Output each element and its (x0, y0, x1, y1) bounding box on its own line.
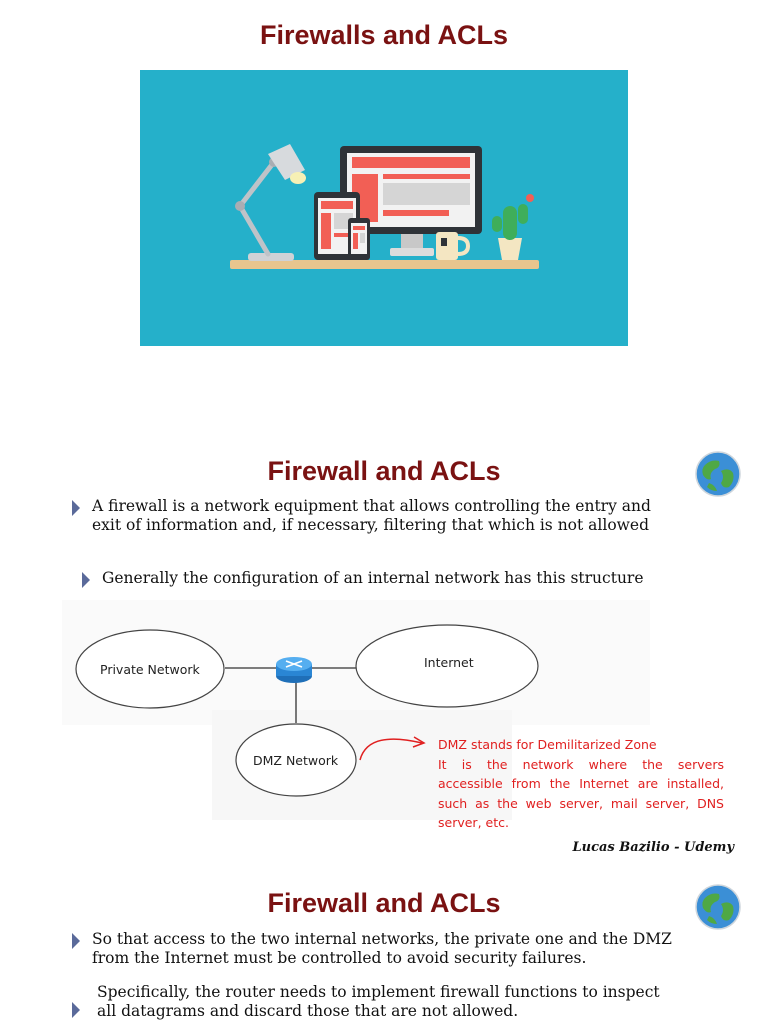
slide3-title: Firewall and ACLs (267, 888, 501, 918)
bullet-firewall-definition: A firewall is a network equipment that a… (72, 497, 651, 535)
network-diagram: Private Network Internet DMZ Network (62, 600, 650, 830)
bullet-line: exit of information and, if necessary, f… (92, 516, 650, 534)
bullet-arrow-icon (82, 572, 90, 588)
bullet-line: from the Internet must be controlled to … (92, 949, 587, 967)
desk-illustration (140, 70, 628, 346)
bullet-arrow-icon (72, 500, 80, 516)
bullet-router-firewall: Specifically, the router needs to implem… (72, 983, 660, 1021)
bullet-access-control: So that access to the two internal netwo… (72, 930, 672, 968)
private-network-node (75, 629, 225, 709)
dmz-note: DMZ stands for Demilitarized Zone It is … (438, 735, 724, 833)
bullet-arrow-icon (72, 1002, 80, 1018)
dmz-network-node (235, 723, 357, 797)
globe-icon (695, 451, 741, 497)
bullet-network-structure: Generally the configuration of an intern… (82, 569, 644, 588)
dmz-note-line: DMZ stands for Demilitarized Zone (438, 737, 657, 752)
dmz-network-label: DMZ Network (253, 753, 339, 768)
author-credit: Lucas Bazilio - Udemy (572, 840, 734, 855)
router-icon (276, 657, 312, 683)
bullet-line: Generally the configuration of an intern… (102, 569, 644, 587)
internet-label: Internet (424, 655, 474, 670)
dmz-note-line: It is the network where the servers acce… (438, 756, 724, 831)
curved-arrow-icon (359, 738, 423, 761)
bullet-line: So that access to the two internal netwo… (92, 930, 672, 948)
bullet-arrow-icon (72, 933, 80, 949)
slide2-title: Firewall and ACLs (267, 456, 501, 486)
bullet-line: Specifically, the router needs to implem… (97, 983, 660, 1001)
bullet-line: A firewall is a network equipment that a… (92, 497, 651, 515)
internet-node (355, 624, 539, 708)
bullet-line: all datagrams and discard those that are… (97, 1002, 519, 1020)
private-network-label: Private Network (100, 662, 201, 677)
slide1-title: Firewalls and ACLs (259, 20, 509, 50)
globe-icon (695, 884, 741, 930)
